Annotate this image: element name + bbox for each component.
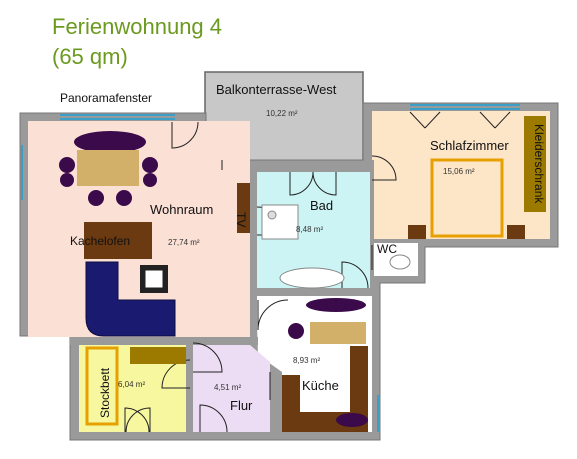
shower: [261, 204, 299, 240]
room-name-flur: Flur: [230, 398, 253, 413]
bunk-bed: [85, 346, 119, 426]
toilet: [389, 254, 411, 270]
wall-wohn-kinder: [70, 337, 258, 345]
label-stockbett: Stockbett: [98, 367, 112, 418]
chair: [143, 173, 157, 187]
room-name-balkon: Balkonterrasse-West: [216, 82, 337, 97]
kachelofen: [84, 222, 152, 259]
bathtub: [279, 267, 345, 289]
coffee-table-inner: [144, 269, 164, 289]
label-kachelofen: Kachelofen: [70, 234, 131, 248]
tv-cabinet: [237, 183, 250, 233]
windows: [21, 104, 520, 432]
room-area-bad: 8,48 m²: [296, 225, 324, 234]
room-area-kueche: 8,93 m²: [293, 356, 321, 365]
chair: [88, 190, 104, 206]
label-kleiderschrank: Kleiderschrank: [532, 124, 546, 204]
stove: [336, 413, 368, 427]
room-area-flur: 4,51 m²: [214, 383, 242, 392]
sofa: [85, 261, 176, 337]
nightstand: [507, 225, 525, 239]
chair: [142, 157, 158, 173]
desk: [130, 347, 186, 364]
wall-bad-kueche: [257, 288, 372, 295]
doors: [124, 111, 511, 433]
wall-bad-schlaf: [370, 160, 374, 280]
room-area-balkon: 10,22 m²: [266, 109, 298, 118]
room-name-bad: Bad: [310, 198, 334, 213]
wall-wohn-bad: [250, 162, 257, 337]
plan-subtitle: (65 qm): [52, 44, 128, 69]
nightstand: [408, 225, 426, 239]
chair: [116, 190, 132, 206]
room-name-kueche: Küche: [302, 378, 339, 393]
chair: [59, 157, 75, 173]
room-name-wohnraum: Wohnraum: [150, 202, 214, 217]
chair: [60, 173, 74, 187]
dining-table: [77, 150, 139, 186]
bed: [430, 158, 504, 238]
label-panoramafenster: Panoramafenster: [60, 91, 153, 105]
counter-top: [310, 322, 366, 344]
shower-drain: [267, 210, 277, 220]
room-name-schlafzimmer: Schlafzimmer: [430, 138, 509, 153]
room-area-wohnraum: 27,74 m²: [168, 238, 200, 247]
dining-table-top: [74, 131, 146, 153]
wall-kinder-flur: [186, 345, 193, 435]
wall-schlaf-wc: [372, 239, 425, 243]
plan-title: Ferienwohnung 4: [52, 14, 223, 39]
room-area-schlafzimmer: 15,06 m²: [443, 167, 475, 176]
room-flur: [193, 345, 270, 432]
kitchen-chair: [288, 323, 304, 339]
kitchen-table-top: [306, 298, 366, 312]
room-area-kinderzimmer: 6,04 m²: [118, 380, 146, 389]
room-name-wc: WC: [377, 242, 397, 256]
wardrobe: [524, 116, 546, 212]
label-tv: TV: [234, 212, 248, 228]
